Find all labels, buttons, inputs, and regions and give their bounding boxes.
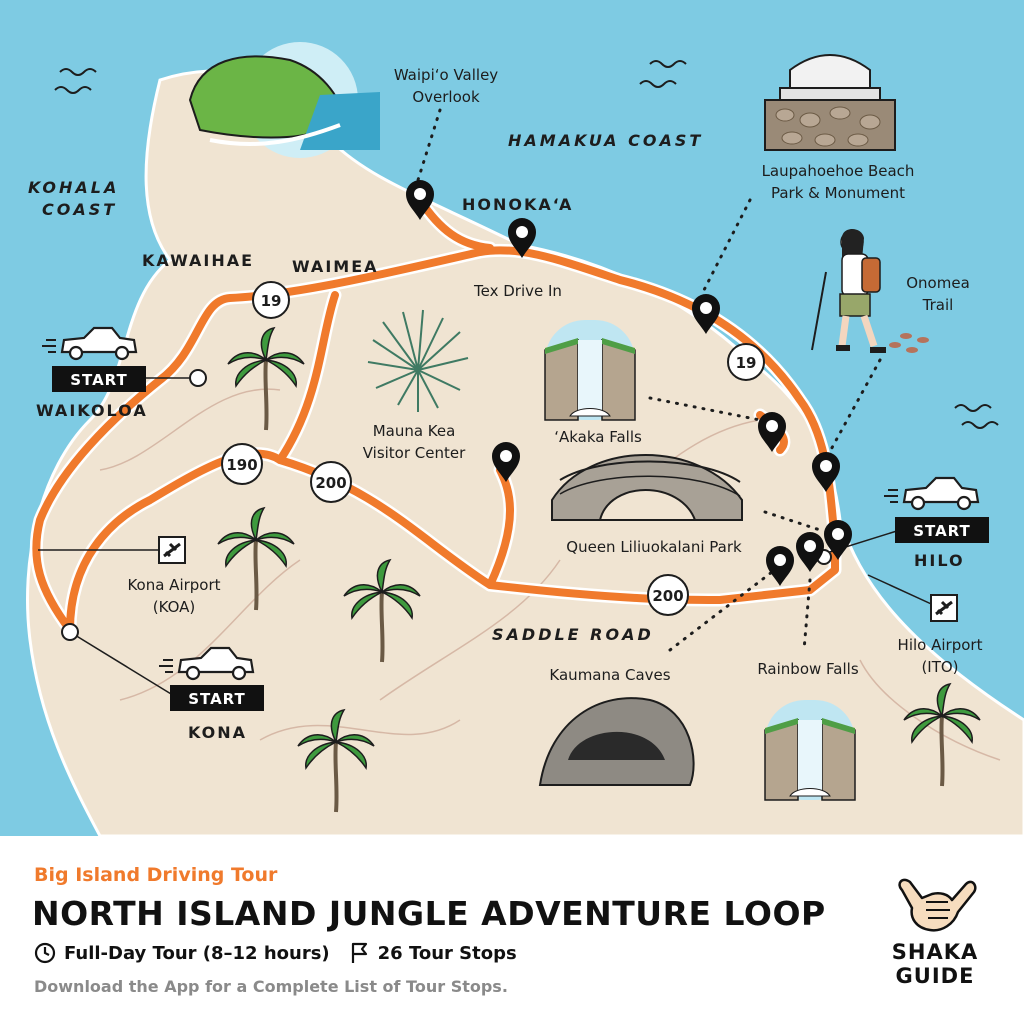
stop-label-queen-liliuokalani: Queen Liliuokalani Park [566, 538, 742, 556]
start-point-waikoloa[interactable] [189, 369, 207, 387]
stop-label-tex-drive-in: Tex Drive In [473, 282, 562, 300]
tour-subtitle: Big Island Driving Tour [34, 864, 278, 886]
brand-name-2: GUIDE [895, 964, 975, 988]
town-label-kawaihae: KAWAIHAE [142, 251, 254, 270]
duration-item: Full-Day Tour (8–12 hours) [34, 942, 330, 964]
tour-info-panel: Big Island Driving Tour NORTH ISLAND JUN… [0, 836, 1024, 1024]
stops-item: 26 Tour Stops [350, 942, 517, 964]
stop-label-akaka-falls: ‘Akaka Falls [554, 428, 642, 446]
stop-label-waipio: Waipi‘o Valley [394, 66, 498, 84]
highway-shield: 200 [310, 461, 352, 503]
airport-label-kona-2: (KOA) [153, 598, 196, 616]
airplane-icon [157, 535, 187, 565]
airport-label-hilo: Hilo Airport [898, 636, 983, 654]
waipio-valley-illustration [188, 42, 380, 158]
kaumana-cave-illustration [538, 697, 695, 786]
start-label: START [913, 522, 971, 540]
highway-shield: 19 [252, 281, 290, 319]
airplane-icon [929, 593, 959, 623]
region-label-saddle-road: SADDLE ROAD [492, 625, 654, 644]
ocean-waves [54, 60, 999, 429]
tour-title: NORTH ISLAND JUNGLE ADVENTURE LOOP [32, 894, 826, 933]
highway-number: 19 [261, 292, 282, 310]
start-label: START [70, 371, 128, 389]
clock-icon [34, 942, 56, 964]
region-label-hamakua: HAMAKUA COAST [508, 131, 703, 150]
stop-label-onomea: Onomea [906, 274, 970, 292]
stop-label-mauna-kea: Mauna Kea [373, 422, 456, 440]
stop-label-onomea-2: Trail [922, 296, 954, 314]
start-badge-waikoloa: START [52, 366, 146, 392]
stop-label-laupahoehoe-2: Park & Monument [771, 184, 905, 202]
stop-label-mauna-kea-2: Visitor Center [363, 444, 466, 462]
stop-label-kaumana-caves: Kaumana Caves [549, 666, 670, 684]
start-label: START [188, 690, 246, 708]
rainbow-falls-illustration [764, 699, 856, 801]
brand-name: SHAKA [891, 940, 979, 964]
flag-icon [351, 942, 367, 963]
highway-shield: 200 [647, 574, 689, 616]
region-label-kohala-2: COAST [42, 200, 117, 219]
leader-lines [416, 108, 882, 652]
stop-label-waipio-2: Overlook [412, 88, 480, 106]
map: 19 19 190 200 200 START START START HAMA… [0, 0, 1024, 836]
airport-label-hilo-2: (ITO) [921, 658, 958, 676]
laupahoehoe-monument-illustration [764, 54, 896, 151]
start-point-kona[interactable] [61, 623, 79, 641]
start-badge-kona: START [170, 685, 264, 711]
stops-text: 26 Tour Stops [377, 942, 517, 964]
highway-shield: 19 [727, 343, 765, 381]
highway-number: 200 [315, 474, 346, 492]
town-label-waimea: WAIMEA [292, 257, 379, 276]
start-badge-hilo: START [895, 517, 989, 543]
queen-park-bridge-illustration [551, 454, 743, 521]
stop-label-rainbow-falls: Rainbow Falls [757, 660, 858, 678]
silversword-plant-illustration [367, 309, 469, 412]
tour-meta: Full-Day Tour (8–12 hours) 26 Tour Stops [34, 942, 537, 964]
akaka-falls-illustration [544, 319, 636, 421]
highway-number: 19 [736, 354, 757, 372]
highway-shield: 190 [221, 443, 263, 485]
airport-label-kona: Kona Airport [127, 576, 220, 594]
duration-text: Full-Day Tour (8–12 hours) [64, 942, 330, 964]
shaka-guide-logo[interactable]: SHAKA GUIDE [880, 872, 990, 1022]
town-label-honokaa: HONOKA‘A [462, 195, 573, 214]
highway-number: 200 [652, 587, 683, 605]
highway-number: 190 [226, 456, 257, 474]
town-label-waikoloa: WAIKOLOA [36, 401, 148, 420]
shaka-hand-icon [898, 878, 977, 932]
region-label-kohala: KOHALA [28, 178, 119, 197]
hiker-illustration [811, 229, 929, 353]
town-label-hilo: HILO [914, 551, 965, 570]
terrain-lines [99, 388, 1001, 761]
download-note[interactable]: Download the App for a Complete List of … [34, 977, 508, 996]
map-canvas: 19 19 190 200 200 START START START HAMA… [0, 0, 1024, 836]
stop-label-laupahoehoe: Laupahoehoe Beach [762, 162, 915, 180]
town-label-kona: KONA [188, 723, 247, 742]
